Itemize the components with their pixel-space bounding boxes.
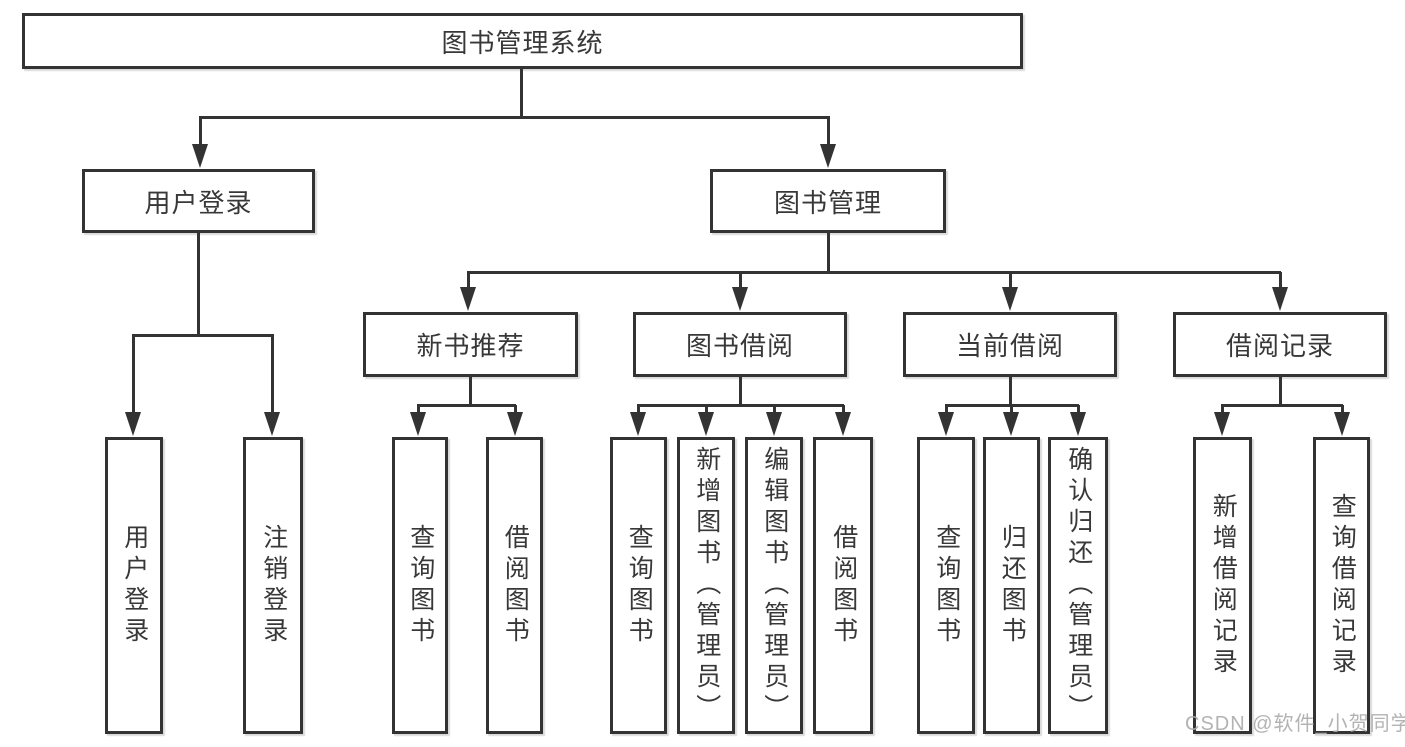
node-leaf-add-borrow-record: 新增借阅记录 [1193,437,1252,734]
arrow-stem [773,405,776,414]
arrow-stem [705,405,708,414]
arrow-stem [514,405,517,414]
arrow-head-icon [1272,287,1288,311]
arrow-stem [827,117,830,146]
node-label-new-books: 新书推荐 [416,331,525,361]
node-label-root: 图书管理系统 [441,27,604,58]
node-label-user-login: 用户登录 [144,187,253,218]
node-borrow-records: 借阅记录 [1173,312,1387,377]
arrow-head-icon [1070,412,1086,436]
node-label-book-borrow: 图书借阅 [685,331,794,361]
node-new-books: 新书推荐 [363,312,578,377]
node-label-leaf-add-book: 新增图书（管理员） [692,446,721,725]
arrow-stem [467,272,470,289]
node-label-leaf-borrow-books-1: 借阅图书 [501,523,530,648]
arrow-stem [637,405,640,414]
arrow-head-icon [1002,287,1018,311]
connector-line [469,377,472,406]
arrow-stem [1279,272,1282,289]
arrow-head-icon [698,412,714,436]
arrow-head-icon [630,412,646,436]
arrow-head-icon [766,412,782,436]
arrow-stem [271,335,274,414]
arrow-stem [417,405,420,414]
connector-line [739,377,742,406]
node-leaf-query-books-2: 查询图书 [610,437,667,734]
node-label-book-mgmt: 图书管理 [773,187,882,218]
arrow-head-icon [460,287,476,311]
node-label-borrow-records: 借阅记录 [1225,331,1334,361]
arrow-head-icon [732,287,748,311]
node-label-leaf-query-borrow-record: 查询借阅记录 [1328,492,1357,679]
arrow-head-icon [820,144,836,168]
connector-line [199,116,830,119]
arrow-head-icon [125,412,141,436]
node-label-leaf-query-books-1: 查询图书 [406,523,435,648]
node-leaf-confirm-return: 确认归还（管理员） [1048,437,1108,734]
arrow-stem [132,335,135,414]
node-leaf-edit-book: 编辑图书（管理员） [745,437,803,734]
arrow-head-icon [938,412,954,436]
node-leaf-logout: 注销登录 [243,437,303,734]
node-label-leaf-add-borrow-record: 新增借阅记录 [1209,492,1238,679]
node-label-leaf-user-login: 用户登录 [120,523,149,648]
connector-line [1009,377,1012,406]
node-label-leaf-confirm-return: 确认归还（管理员） [1064,446,1093,725]
arrow-stem [945,405,948,414]
arrow-stem [1009,272,1012,289]
connector-line [520,69,523,118]
arrow-head-icon [1334,412,1350,436]
arrow-stem [1341,405,1344,414]
arrow-head-icon [835,412,851,436]
node-label-leaf-query-books-3: 查询图书 [932,523,961,648]
node-leaf-return-book: 归还图书 [983,437,1040,734]
arrow-head-icon [1214,412,1230,436]
connector-line [197,233,200,336]
connector-line [467,271,1281,274]
node-label-current-borrow: 当前借阅 [955,331,1064,361]
node-label-leaf-borrow-books-2: 借阅图书 [829,523,858,648]
arrow-stem [199,117,202,146]
arrow-head-icon [507,412,523,436]
arrow-stem [842,405,845,414]
node-leaf-borrow-books-2: 借阅图书 [813,437,873,734]
node-leaf-borrow-books-1: 借阅图书 [486,437,543,734]
node-leaf-query-books-1: 查询图书 [392,437,448,734]
connector-line [637,404,844,407]
arrow-head-icon [264,412,280,436]
connector-line [1279,377,1282,406]
arrow-head-icon [410,412,426,436]
node-leaf-user-login: 用户登录 [105,437,163,734]
connector-line [1221,404,1343,407]
node-label-leaf-logout: 注销登录 [259,523,288,648]
connector-line [417,404,516,407]
node-user-login: 用户登录 [82,169,315,233]
node-book-borrow: 图书借阅 [633,312,847,377]
node-book-mgmt: 图书管理 [710,169,946,233]
arrow-stem [1077,405,1080,414]
node-root: 图书管理系统 [22,13,1023,69]
node-label-leaf-edit-book: 编辑图书（管理员） [760,446,789,725]
node-label-leaf-return-book: 归还图书 [998,523,1027,648]
node-label-leaf-query-books-2: 查询图书 [625,523,654,648]
arrow-stem [739,272,742,289]
arrow-stem [1010,405,1013,414]
arrow-stem [1221,405,1224,414]
node-leaf-add-book: 新增图书（管理员） [677,437,735,734]
connector-line [827,233,830,273]
connector-line [132,334,274,337]
node-current-borrow: 当前借阅 [903,312,1117,377]
arrow-head-icon [1003,412,1019,436]
watermark: CSDN @软件_小贺同学 [1185,713,1405,735]
node-leaf-query-books-3: 查询图书 [917,437,975,734]
arrow-head-icon [192,144,208,168]
node-leaf-query-borrow-record: 查询借阅记录 [1313,437,1370,734]
